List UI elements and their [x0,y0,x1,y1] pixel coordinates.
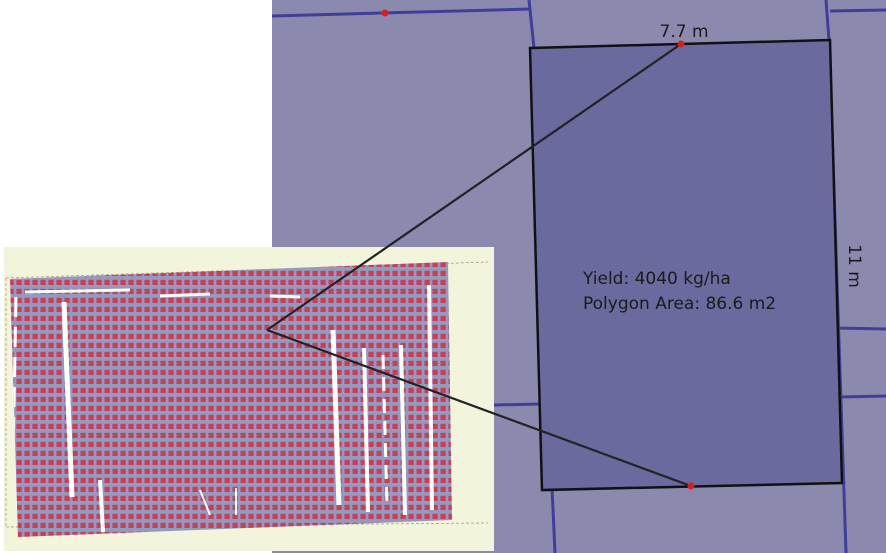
field-gap [399,344,407,516]
field-gap [98,479,105,533]
yield-polygon-grid [10,262,452,537]
field-gap [61,301,75,498]
grid-line [271,7,531,18]
field-yield-grid [10,262,452,537]
grid-line [839,394,886,399]
field-gap [362,347,370,513]
polygon-width-label: 7.7 m [660,22,709,42]
callout-lines [266,43,692,488]
callout-line-bottom [266,328,692,488]
field-gap [330,329,342,506]
grid-line [824,0,831,41]
yield-value-text: Yield: 4040 kg/ha [582,269,731,289]
grid-line [835,326,886,331]
selected-polygon-outline [528,38,844,492]
grid-line [493,402,541,407]
polygon-area-text: Polygon Area: 86.6 m2 [583,294,776,314]
grid-vertex-point [381,9,389,17]
callout-line-top [266,43,682,331]
field-gap [199,488,237,516]
grid-line [829,8,886,13]
field-gap [10,296,18,511]
selected-yield-polygon[interactable] [530,40,842,490]
callout-endpoint-top [677,40,685,48]
polygon-height-label: 11 m [844,244,864,288]
field-overview-inset [4,247,494,551]
field-gap [24,288,301,299]
grid-line [527,0,536,49]
field-gap [381,354,389,506]
field-gap [427,284,434,511]
callout-endpoint-bottom [687,482,695,490]
